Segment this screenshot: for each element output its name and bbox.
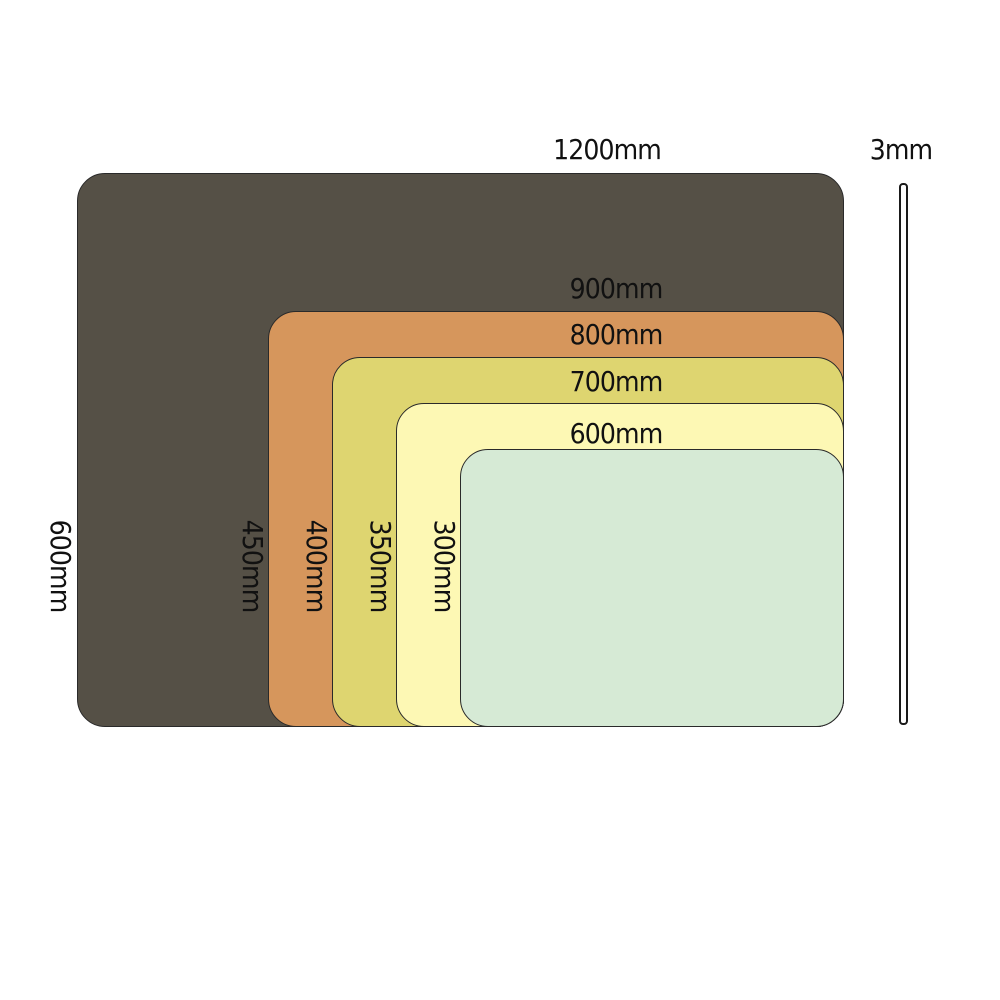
height-label-350: 350mm [364, 519, 397, 613]
thickness-label: 3mm [869, 133, 933, 166]
height-label-600: 600mm [44, 519, 77, 613]
thickness-bar [899, 183, 908, 725]
width-label-700: 700mm [569, 365, 664, 398]
mat-600x300 [460, 449, 844, 727]
width-label-1200: 1200mm [553, 133, 662, 166]
height-label-450: 450mm [236, 519, 269, 613]
width-label-600: 600mm [569, 417, 664, 450]
width-label-900: 900mm [569, 272, 664, 305]
height-label-300: 300mm [428, 519, 461, 613]
height-label-400: 400mm [300, 519, 333, 613]
width-label-800: 800mm [569, 318, 664, 351]
